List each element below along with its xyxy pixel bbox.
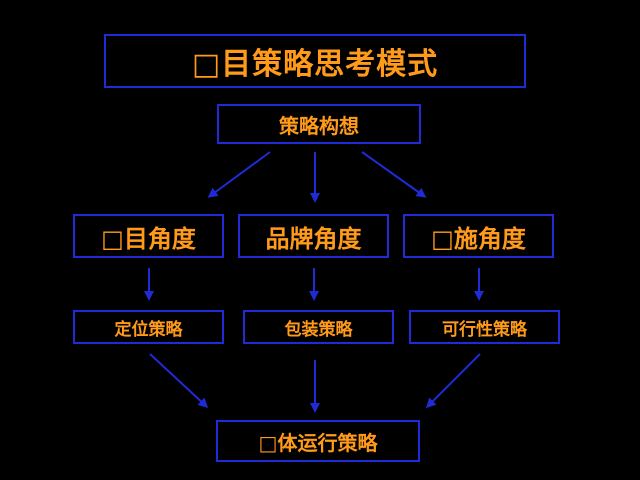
angle-node-1: □目角度	[73, 214, 224, 258]
arrow-strategy-3-to-overall	[425, 353, 481, 409]
arrow-concept-to-angle-3	[361, 151, 427, 198]
concept-node: 策略构想	[217, 104, 421, 144]
angle-node-2: 品牌角度	[238, 214, 389, 258]
diagram-title: □目策略思考模式	[104, 34, 526, 88]
angle-node-3: □施角度	[403, 214, 554, 258]
arrow-concept-to-angle-1	[207, 151, 271, 198]
strategy-node-1: 定位策略	[73, 310, 224, 344]
overall-strategy-node: □体运行策略	[216, 420, 420, 462]
arrow-strategy-1-to-overall	[149, 353, 209, 409]
strategy-node-3: 可行性策略	[409, 310, 560, 344]
strategy-node-2: 包装策略	[243, 310, 394, 344]
